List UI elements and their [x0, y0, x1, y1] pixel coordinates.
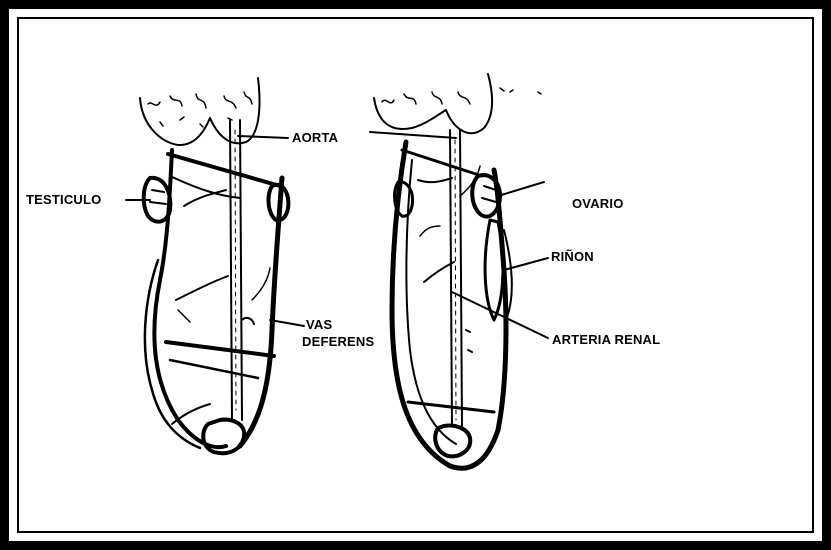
label-aorta: AORTA [292, 131, 338, 145]
label-ovario: OVARIO [572, 197, 624, 211]
label-arteria-renal: ARTERIA RENAL [552, 333, 660, 347]
label-testiculo: TESTICULO [26, 193, 101, 207]
label-vas-deferens-line2: DEFERENS [302, 335, 374, 349]
label-vas-deferens-line1: VAS [306, 318, 332, 332]
leader-lines [126, 132, 548, 338]
male-system-drawing [140, 78, 288, 453]
label-rinon: RIÑON [551, 250, 594, 264]
